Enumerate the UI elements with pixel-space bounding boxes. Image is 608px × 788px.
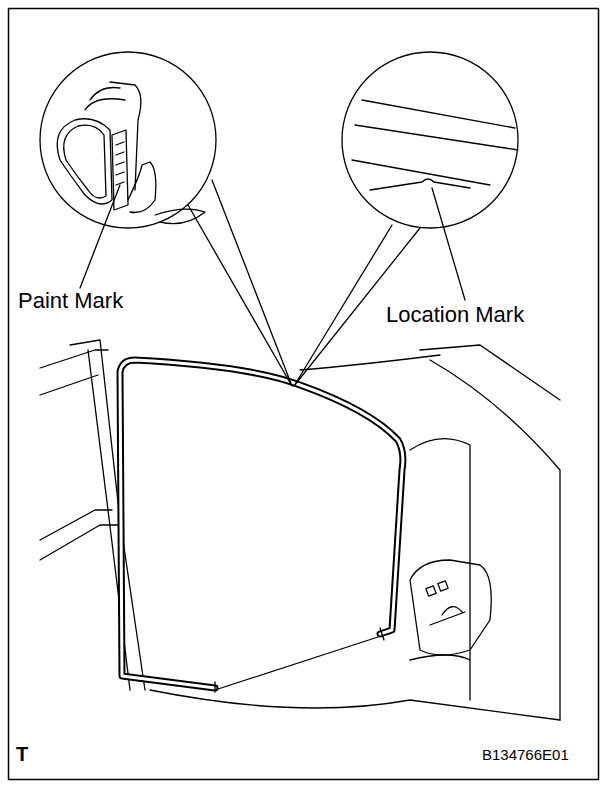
view-mark: T — [16, 744, 28, 764]
figure-code: B134766E01 — [482, 747, 569, 762]
part-label: Paint Mark — [18, 290, 123, 312]
part-label: Location Mark — [386, 304, 524, 326]
